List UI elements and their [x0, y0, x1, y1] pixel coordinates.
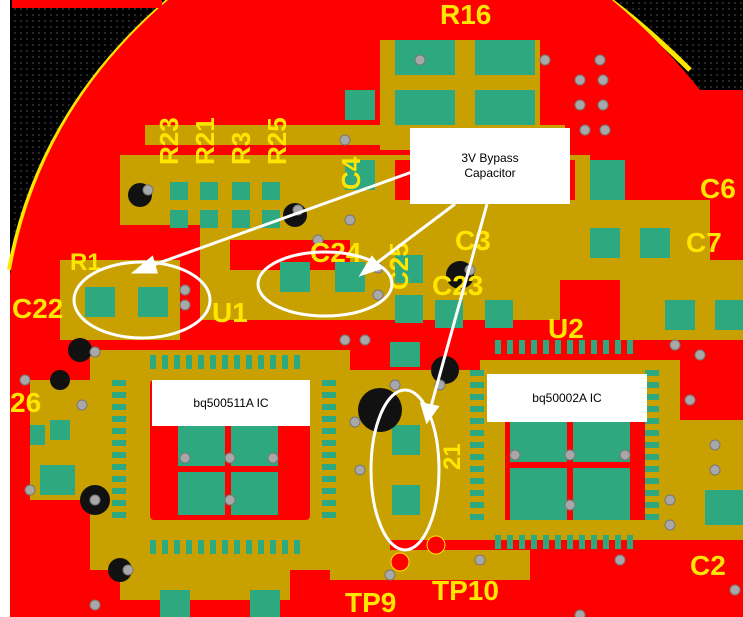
label-tp9: TP9: [345, 587, 396, 617]
label-u2: U2: [548, 313, 584, 344]
label-r21: R21: [190, 117, 220, 165]
label-c4: C4: [336, 156, 366, 190]
label-c2: C2: [690, 550, 726, 581]
label-26: 26: [10, 387, 41, 418]
label-r23: R23: [154, 117, 184, 165]
label-c25: C25: [384, 242, 414, 290]
label-u1: U1: [212, 297, 248, 328]
component-pads: [30, 40, 743, 617]
ic-left-callout: bq500511A IC: [152, 380, 310, 426]
label-tp10: TP10: [432, 575, 499, 606]
label-21: 21: [439, 443, 466, 470]
highlight-c22-capacitor: [72, 260, 212, 340]
ic-right-callout: bq50002A IC: [487, 374, 647, 422]
bypass-capacitor-label: 3V Bypass Capacitor: [461, 151, 519, 180]
ic-right-label: bq50002A IC: [532, 390, 602, 405]
callout-arrows: [130, 170, 489, 425]
highlight-ellipses: [72, 250, 441, 552]
label-r3: R3: [226, 132, 256, 165]
label-c6: C6: [700, 173, 736, 204]
label-c7: C7: [686, 227, 722, 258]
vias: [19, 54, 741, 617]
ic-pins: [112, 340, 659, 554]
label-c23: C23: [432, 270, 483, 301]
bypass-capacitor-callout: 3V Bypass Capacitor: [410, 128, 570, 204]
label-r16: R16: [440, 0, 491, 30]
ic-left-label: bq500511A IC: [193, 395, 269, 410]
highlight-c24-capacitor: [256, 250, 394, 318]
label-c22: C22: [12, 293, 63, 324]
highlight-c21-capacitor: [369, 388, 441, 552]
label-r25: R25: [262, 117, 292, 165]
